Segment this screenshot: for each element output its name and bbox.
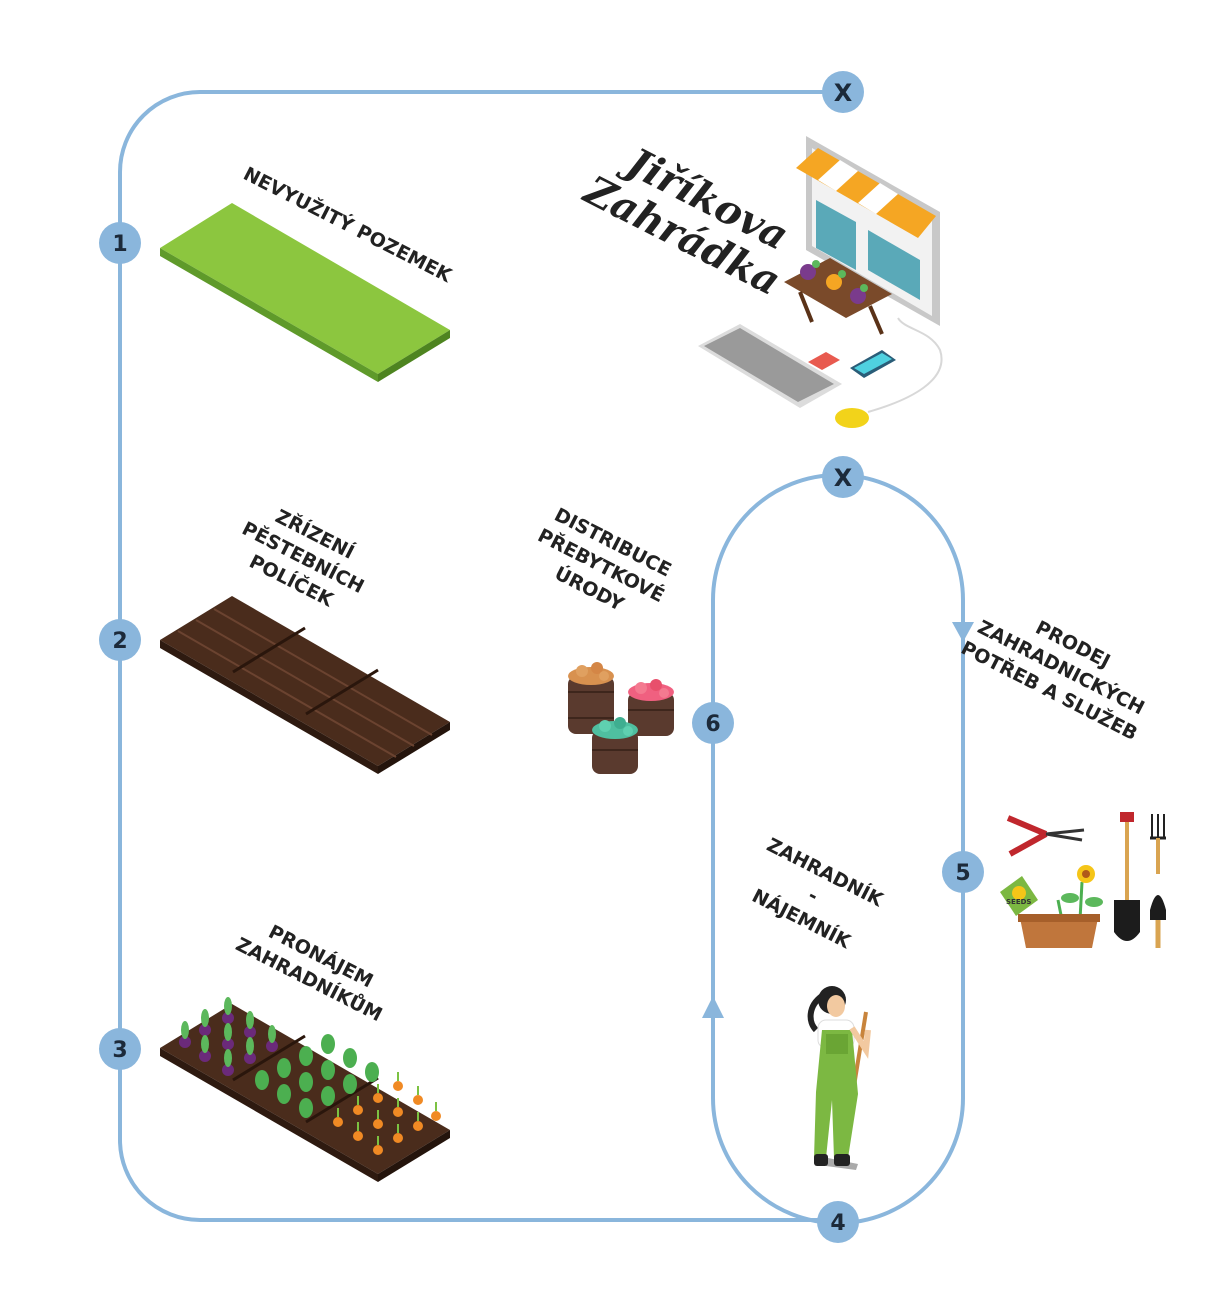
badge-x-top: X	[822, 71, 864, 113]
barrels-icon	[568, 662, 674, 774]
shop-awning	[796, 148, 936, 238]
barrel-potatoes	[568, 662, 614, 734]
barrel-tomatoes	[628, 679, 674, 736]
credit-card-icon	[808, 352, 840, 370]
garden-beds-icon	[160, 596, 450, 774]
trowel-icon	[1150, 895, 1166, 948]
badge-step-1: 1	[99, 222, 141, 264]
badge-x-mid: X	[822, 456, 864, 498]
badge-step-3: 3	[99, 1028, 141, 1070]
step-4-number: 4	[830, 1211, 845, 1236]
shop-name: Jiříkova Zahrádka	[575, 136, 796, 305]
shears-icon	[1006, 815, 1085, 857]
step-3-number: 3	[112, 1038, 127, 1063]
step-2-number: 2	[112, 629, 127, 654]
carrot-plants	[333, 1072, 441, 1155]
inner-loop-line	[711, 472, 965, 1226]
beet-plants	[179, 997, 278, 1076]
keyboard-icon	[698, 324, 842, 408]
phone-icon	[850, 350, 896, 378]
step-3-label: PRONÁJEM ZAHRADNÍKŮM	[232, 920, 387, 1026]
seed-packet-icon: SEEDS	[1000, 876, 1038, 916]
leafy-plants	[255, 1034, 379, 1118]
badge-step-4: 4	[817, 1201, 859, 1243]
badge-step-6: 6	[692, 702, 734, 744]
badge-step-2: 2	[99, 619, 141, 661]
unused-plot-icon	[160, 203, 450, 382]
hand-fork-icon	[1150, 814, 1166, 874]
step-4-label: ZAHRADNÍK - NÁJEMNÍK	[748, 833, 888, 954]
x-mark-mid: X	[834, 464, 853, 492]
step-6-number: 6	[705, 712, 720, 737]
arrow-up-icon	[702, 996, 724, 1018]
step-5-label: PRODEJ ZAHRADNICKÝCH POTŘEB A SLUŽEB	[957, 614, 1149, 745]
step-4-label-line: -	[804, 884, 821, 907]
step-6-label: DISTRIBUCE PŘEBYTKOVÉ ÚRODY	[534, 504, 675, 616]
computer-shop-icon	[698, 136, 943, 428]
garden-supplies-icon: SEEDS	[1000, 812, 1166, 948]
step-4-label-line: NÁJEMNÍK	[748, 884, 855, 954]
barrel-greens	[592, 717, 638, 774]
x-mark-top: X	[834, 79, 853, 107]
step-5-number: 5	[955, 861, 970, 886]
planted-beds-icon	[160, 997, 450, 1182]
badge-step-5: 5	[942, 851, 984, 893]
gardener-icon	[807, 986, 871, 1170]
spade-icon	[1114, 812, 1140, 941]
mouse-icon	[835, 408, 869, 428]
flower-pot-icon	[1018, 865, 1103, 948]
step-2-label: ZŘÍZENÍ PĚSTEBNÍCH POLÍČEK	[238, 505, 368, 612]
step-1-number: 1	[112, 232, 127, 257]
arrow-down-icon	[952, 622, 974, 642]
seeds-label: SEEDS	[1006, 898, 1031, 906]
